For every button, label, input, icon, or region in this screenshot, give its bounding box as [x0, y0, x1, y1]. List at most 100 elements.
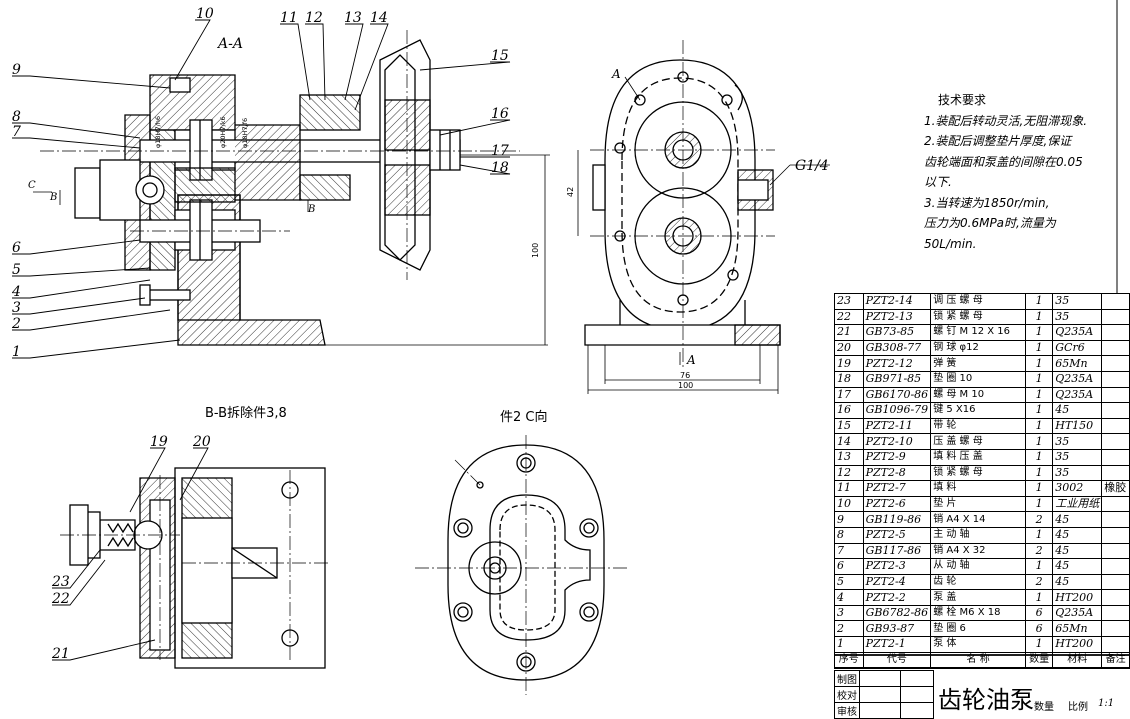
tech-line: 压力为0.6MPa时,流量为 — [924, 216, 1056, 230]
bom-cell-note — [1101, 448, 1130, 466]
fit-label-3: φ18H7/f6 — [241, 118, 249, 148]
bom-cell-name: 垫 圈 10 — [930, 370, 1027, 388]
bom-cell-mat: 45 — [1052, 402, 1103, 419]
bom-cell-mat: Q235A — [1052, 386, 1103, 404]
bom-cell-qty: 1 — [1025, 293, 1054, 310]
bom-cell-note — [1101, 293, 1130, 310]
bom-cell-name: 泵 体 — [930, 636, 1027, 653]
bom-cell-code: GB73-85 — [862, 324, 932, 341]
bom-cell-idx: 11 — [834, 480, 864, 497]
bom-cell-idx: 20 — [834, 339, 864, 357]
bom-cell-idx: 15 — [834, 417, 864, 435]
bom-cell-idx: 18 — [834, 370, 864, 388]
bom-cell-mat: 45 — [1052, 511, 1103, 528]
thread-g14: G1/4 — [795, 158, 829, 174]
bom-header-idx: 序号 — [834, 651, 864, 670]
bom-cell-idx: 9 — [834, 511, 864, 528]
bom-cell-qty: 1 — [1025, 324, 1054, 341]
bom-cell-name: 填 料 — [930, 480, 1027, 497]
bom-cell-idx: 21 — [834, 324, 864, 341]
tech-line: 以下. — [924, 175, 952, 189]
bom-cell-idx: 14 — [834, 433, 864, 450]
bom-cell-mat: 35 — [1052, 308, 1103, 326]
sign-block: 制图 校对 审核 — [834, 670, 934, 719]
bom-header-note: 备注 — [1101, 651, 1130, 670]
callout-16: 16 — [491, 106, 509, 122]
bom-cell-qty: 1 — [1025, 386, 1054, 404]
bom-header-row: 序号代号名 称数量材料备注 — [834, 651, 1130, 670]
bom-cell-name: 螺 钉 M 12 X 16 — [930, 324, 1027, 341]
bom-cell-name: 齿 轮 — [930, 573, 1027, 591]
bom-cell-idx: 23 — [834, 293, 864, 310]
bom-cell-code: GB93-87 — [862, 620, 932, 638]
callout-13: 13 — [344, 10, 362, 26]
bom-cell-mat: 45 — [1052, 558, 1103, 575]
bom-cell-qty: 1 — [1025, 480, 1054, 497]
bom-cell-idx: 1 — [834, 636, 864, 653]
bom-cell-mat: 35 — [1052, 293, 1103, 310]
callout-7: 7 — [12, 124, 21, 140]
section-mark-a-bottom: A — [686, 353, 696, 367]
bom-cell-qty: 1 — [1025, 370, 1054, 388]
tech-title: 技术要求 — [938, 93, 987, 107]
bom-cell-qty: 1 — [1025, 339, 1054, 357]
bom-cell-name: 螺 母 M 10 — [930, 386, 1027, 404]
bom-cell-mat: 35 — [1052, 433, 1103, 450]
bom-cell-code: GB6782-86 — [862, 604, 932, 622]
bom-cell-name: 垫 圈 6 — [930, 620, 1027, 638]
section-a-a — [74, 39, 461, 346]
bom-cell-note — [1101, 495, 1130, 513]
dim-100-vertical: 100 — [531, 243, 540, 258]
bom-cell-note — [1101, 402, 1130, 419]
drawing-title: 齿轮油泵 — [938, 686, 1034, 714]
bom-cell-qty: 1 — [1025, 308, 1054, 326]
bom-cell-code: PZT2-7 — [862, 480, 932, 497]
bom-cell-mat: 65Mn — [1052, 620, 1103, 638]
bom-cell-qty: 1 — [1025, 589, 1054, 606]
bom-cell-note — [1101, 511, 1130, 528]
bom-cell-code: PZT2-9 — [862, 448, 932, 466]
bom-cell-code: GB119-86 — [862, 511, 932, 528]
callout-3: 3 — [12, 300, 21, 316]
bom-cell-qty: 1 — [1025, 417, 1054, 435]
callout-17: 17 — [491, 143, 509, 159]
bom-cell-qty: 2 — [1025, 511, 1054, 528]
bom-cell-note — [1101, 604, 1130, 622]
bom-cell-name: 从 动 轴 — [930, 558, 1027, 575]
bom-cell-qty: 1 — [1025, 402, 1054, 419]
bom-cell-mat: 35 — [1052, 448, 1103, 466]
bom-cell-code: PZT2-11 — [862, 417, 932, 435]
bom-cell-mat: 45 — [1052, 573, 1103, 591]
front-view — [584, 59, 781, 346]
callout-8: 8 — [12, 109, 21, 125]
technical-requirements: 技术要求 1.装配后转动灵活,无阻滞现象. 2.装配后调整垫片厚度,保证 齿轮端… — [924, 90, 1124, 254]
scale-value: 1:1 — [1098, 698, 1115, 709]
bom-cell-qty: 1 — [1025, 495, 1054, 513]
bom-cell-idx: 13 — [834, 448, 864, 466]
bom-cell-idx: 4 — [834, 589, 864, 606]
bom-cell-code: PZT2-10 — [862, 433, 932, 450]
bom-cell-note — [1101, 542, 1130, 560]
section-b-b — [69, 467, 326, 669]
bom-cell-idx: 16 — [834, 402, 864, 419]
bom-cell-qty: 2 — [1025, 542, 1054, 560]
callout-9: 9 — [12, 62, 21, 78]
bom-cell-qty: 6 — [1025, 620, 1054, 638]
dim-42: 42 — [566, 187, 575, 197]
bom-cell-mat: 工业用纸 — [1052, 495, 1103, 513]
bom-cell-code: GB117-86 — [862, 542, 932, 560]
callout-1: 1 — [12, 344, 21, 360]
bom-cell-note — [1101, 433, 1130, 450]
